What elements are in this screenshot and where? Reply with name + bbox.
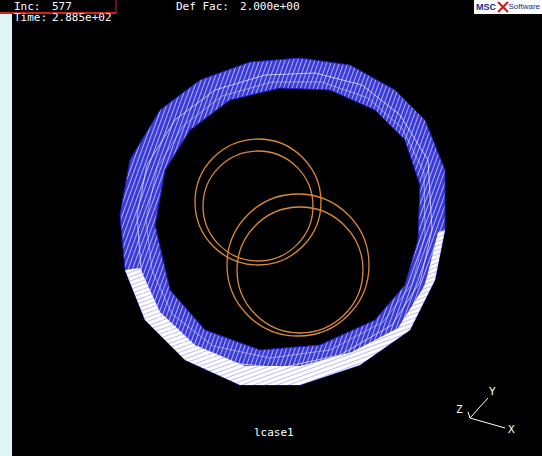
side-panel (0, 14, 12, 456)
header-rule (116, 0, 117, 13)
axis-label: Y (489, 386, 496, 398)
axis-line (470, 418, 505, 428)
axis-label: X (508, 424, 515, 436)
status-text: lcase1 (254, 427, 294, 439)
axis-line (468, 412, 470, 418)
status-text: Def Fac: (176, 1, 229, 13)
ring-mesh-line (146, 82, 425, 358)
logo-box (474, 0, 542, 14)
contact-circle (237, 207, 363, 333)
axis-label: Z (456, 404, 463, 416)
logo-text: MSC (476, 2, 496, 12)
contact-circle (195, 139, 321, 265)
logo-x (498, 2, 508, 12)
deformed-ring (120, 58, 445, 385)
logo-text: Software (508, 2, 540, 11)
status-text: 2.000e+00 (240, 1, 300, 13)
status-text: 2.885e+02 (52, 12, 112, 24)
axis-line (470, 398, 488, 418)
status-text: Time: (14, 12, 47, 24)
contact-circle (227, 194, 369, 336)
ring-mesh-line (137, 73, 432, 368)
